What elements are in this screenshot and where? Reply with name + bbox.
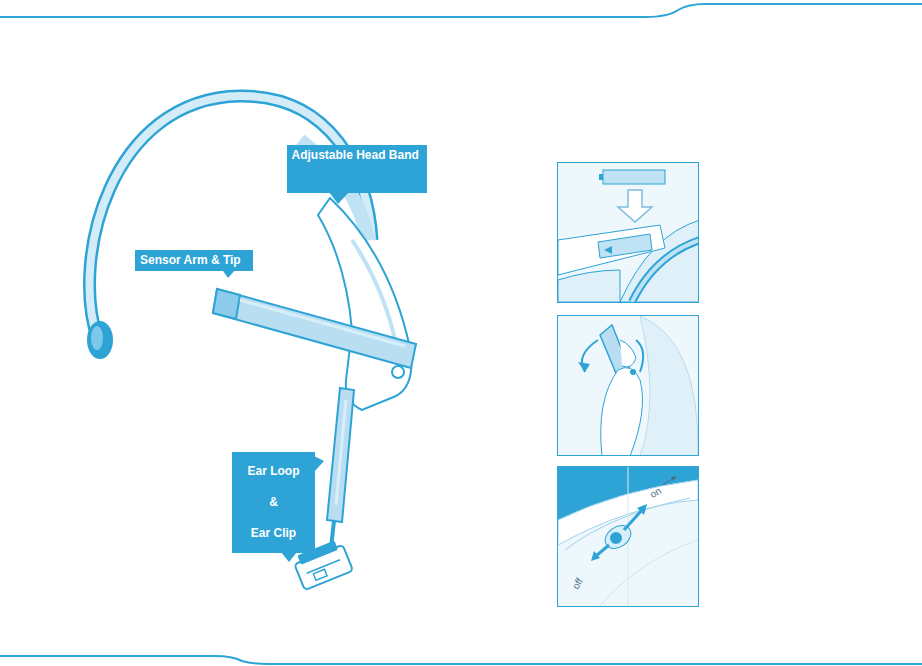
callout-text: Sensor Arm & Tip xyxy=(140,253,248,268)
callout-text: Ear Loop xyxy=(247,464,299,479)
callout-text: & xyxy=(269,495,278,510)
callout-box: Ear Loop & Ear Clip xyxy=(232,452,315,553)
callout-box: Adjustable Head Band xyxy=(287,145,427,193)
callout-text: Adjustable Head Band xyxy=(292,148,422,163)
callout-text: Ear Clip xyxy=(251,526,296,541)
callout-box: Sensor Arm & Tip xyxy=(135,250,253,271)
